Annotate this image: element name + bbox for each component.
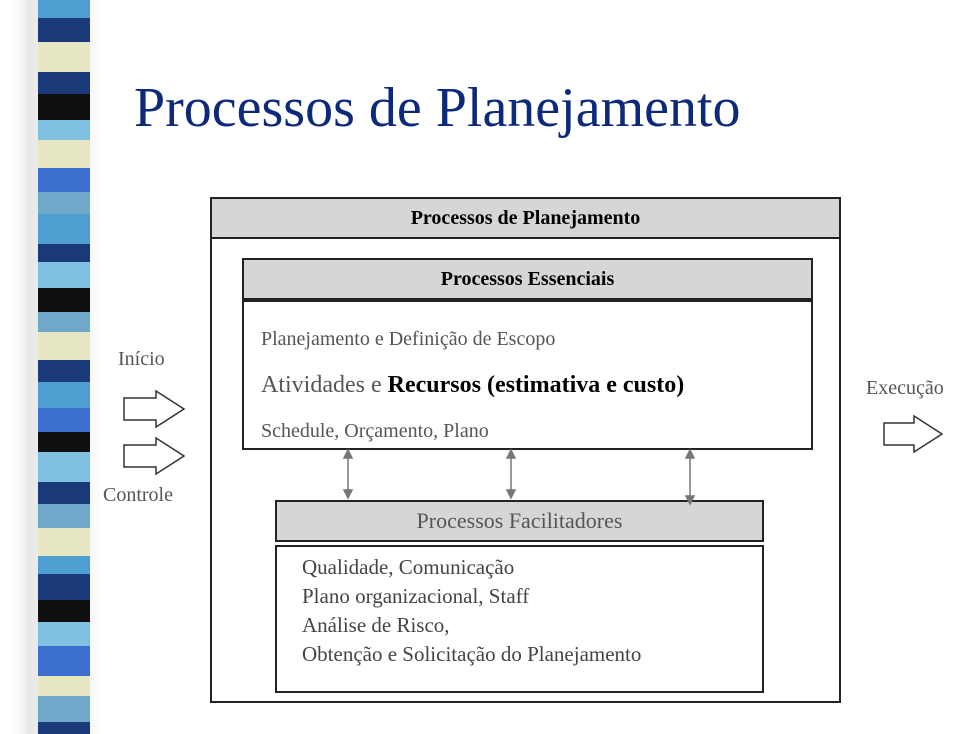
- stripe-block: [38, 600, 90, 622]
- facilitating-process-box: [275, 545, 764, 693]
- stripe-block: [38, 18, 90, 42]
- stripe-block: [38, 574, 90, 600]
- stripe-block: [38, 332, 90, 360]
- facilitating-item: Análise de Risco,: [302, 613, 450, 637]
- stripe-block: [38, 408, 90, 432]
- facilitating-process-header: Processos Facilitadores: [275, 500, 764, 542]
- facilitating-item: Plano organizacional, Staff: [302, 584, 530, 608]
- essential-process-header-label: Processos Essenciais: [440, 267, 615, 290]
- stripe-block: [38, 482, 90, 504]
- facilitating-item: Obtenção e Solicitação do Planejamento: [302, 642, 642, 666]
- stripe-block: [38, 262, 90, 288]
- connector-arrow-center-icon: [505, 448, 517, 500]
- essential-item-activities-emphasis: Recursos (estimativa e custo): [387, 372, 685, 398]
- essential-item-activities-prefix: Atividades e: [261, 372, 388, 398]
- slide-title: Processos de Planejamento: [134, 77, 741, 139]
- facilitating-process-header-label: Processos Facilitadores: [416, 508, 623, 533]
- stripe-block: [38, 42, 90, 72]
- stripe-block: [38, 288, 90, 312]
- stripe-block: [38, 94, 90, 120]
- facilitating-item: Qualidade, Comunicação: [302, 555, 515, 579]
- stripe-block: [38, 528, 90, 556]
- stripe-block: [38, 360, 90, 382]
- stripe-block: [38, 504, 90, 528]
- stripe-block: [38, 452, 90, 482]
- stripe-block: [38, 676, 90, 696]
- essential-item-activities: Atividades e Recursos (estimativa e cust…: [261, 372, 684, 399]
- connector-arrow-right-icon: [684, 448, 696, 506]
- stripe-block: [38, 646, 90, 676]
- stripe-block: [38, 168, 90, 192]
- label-inicio: Início: [118, 348, 165, 370]
- input-arrow-inicio-icon: [123, 389, 186, 429]
- essential-item-schedule: Schedule, Orçamento, Plano: [261, 420, 489, 442]
- input-arrow-controle-icon: [123, 436, 186, 476]
- connector-arrow-left-icon: [342, 448, 354, 500]
- stripe-block: [38, 622, 90, 646]
- essential-item-scope: Planejamento e Definição de Escopo: [261, 328, 556, 350]
- stripe-block: [38, 722, 90, 734]
- label-execucao: Execução: [866, 377, 944, 399]
- stripe-block: [38, 214, 90, 244]
- output-arrow-execucao-icon: [883, 414, 944, 454]
- label-controle: Controle: [103, 484, 173, 506]
- stripe-block: [38, 120, 90, 140]
- outer-process-header: Processos de Planejamento: [210, 197, 841, 239]
- stripe-block: [38, 556, 90, 574]
- decorative-stripe: [8, 0, 112, 734]
- stripe-block: [38, 696, 90, 722]
- essential-process-box: [242, 300, 813, 450]
- stripe-block: [38, 312, 90, 332]
- essential-process-header: Processos Essenciais: [242, 258, 813, 300]
- stripe-block: [38, 432, 90, 452]
- stripe-block: [38, 382, 90, 408]
- stripe-block: [38, 72, 90, 94]
- stripe-block: [38, 140, 90, 168]
- outer-process-header-label: Processos de Planejamento: [410, 206, 641, 229]
- stripe-block: [38, 192, 90, 214]
- stripe-block: [38, 244, 90, 262]
- stripe-block: [38, 0, 90, 18]
